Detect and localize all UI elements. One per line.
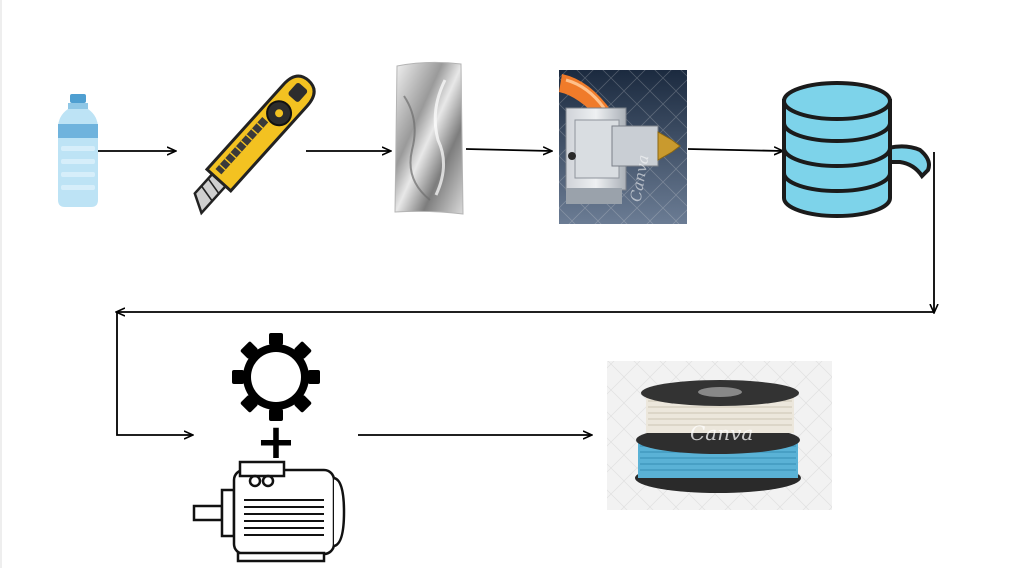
bottle-icon bbox=[58, 94, 98, 207]
gear-icon bbox=[232, 333, 320, 421]
knife-icon bbox=[193, 74, 316, 216]
connectors bbox=[97, 149, 934, 435]
arrow-strip-to-hotend bbox=[465, 149, 551, 151]
canvas-border bbox=[0, 0, 2, 568]
gear-motor-icon: + bbox=[192, 333, 346, 563]
spool-winder-icon bbox=[782, 81, 931, 218]
arrow-down-to-gear bbox=[116, 312, 192, 435]
arrow-hotend-to-spool bbox=[687, 149, 782, 151]
plus-symbol: + bbox=[256, 414, 296, 470]
hotend-icon: Canva bbox=[559, 70, 687, 224]
spools-watermark: Canva bbox=[690, 421, 753, 445]
strip-icon bbox=[394, 61, 464, 215]
filament-spool-icon: Canva bbox=[607, 361, 832, 510]
motor-icon bbox=[192, 460, 346, 563]
